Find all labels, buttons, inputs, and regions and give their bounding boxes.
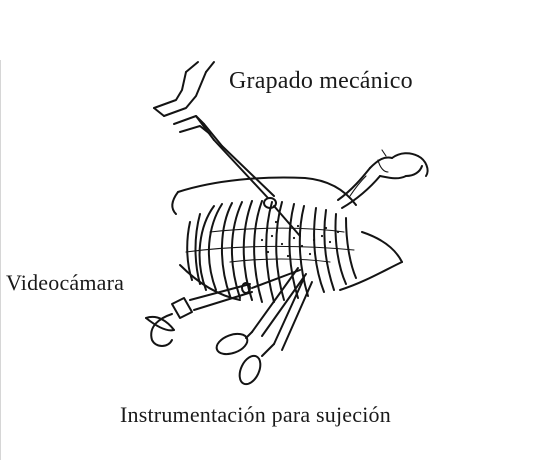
label-holding-instruments: Instrumentación para sujeción [120, 402, 391, 428]
label-stapler: Grapado mecánico [229, 68, 413, 95]
rib-cage [186, 201, 356, 302]
label-video-camera: Videocámara [6, 270, 124, 296]
holding-forceps-instrument [214, 268, 312, 387]
video-camera-instrument [146, 270, 300, 346]
